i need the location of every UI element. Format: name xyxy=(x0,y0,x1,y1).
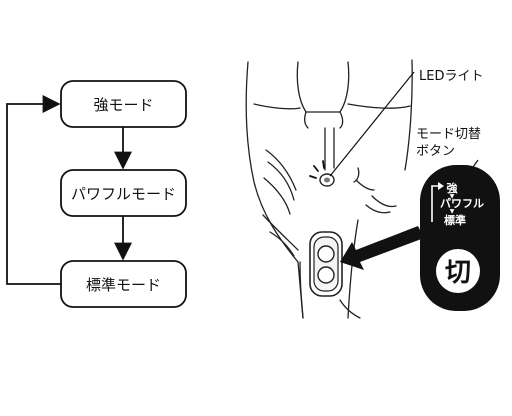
arrow-icon xyxy=(340,226,424,270)
vacuum-body-drawing xyxy=(245,59,413,319)
mode-switch-button xyxy=(309,231,343,297)
panel-mode-power: パワフル xyxy=(440,197,484,210)
panel-mode-strong: 強 xyxy=(447,181,458,195)
panel-arrow-1: ▼ xyxy=(450,193,455,200)
off-button xyxy=(436,249,480,293)
off-button-label: 切 xyxy=(445,258,471,288)
led-leader-line xyxy=(329,71,415,177)
flow-box-standard-label: 標準モード xyxy=(86,276,161,294)
flow-box-strong-label: 強モード xyxy=(93,96,153,114)
panel-arrow-2: ▼ xyxy=(450,208,455,215)
mode-flowchart: 強モード パワフルモード 標準モード xyxy=(6,80,187,308)
led-light xyxy=(319,173,335,187)
sparkle-icon xyxy=(309,160,325,179)
panel-mode-standard: 標準 xyxy=(444,213,466,227)
control-panel: 強 ▼ パワフル ▼ 標準 切 xyxy=(420,165,500,311)
flow-box-power-label: パワフルモード xyxy=(71,185,176,203)
mode-switch-callout-line2: ボタン xyxy=(416,144,455,159)
led-callout-label: LEDライト xyxy=(419,69,483,84)
mode-switch-callout-line1: モード切替 xyxy=(416,127,481,142)
arrow-standard-to-strong xyxy=(6,95,61,285)
